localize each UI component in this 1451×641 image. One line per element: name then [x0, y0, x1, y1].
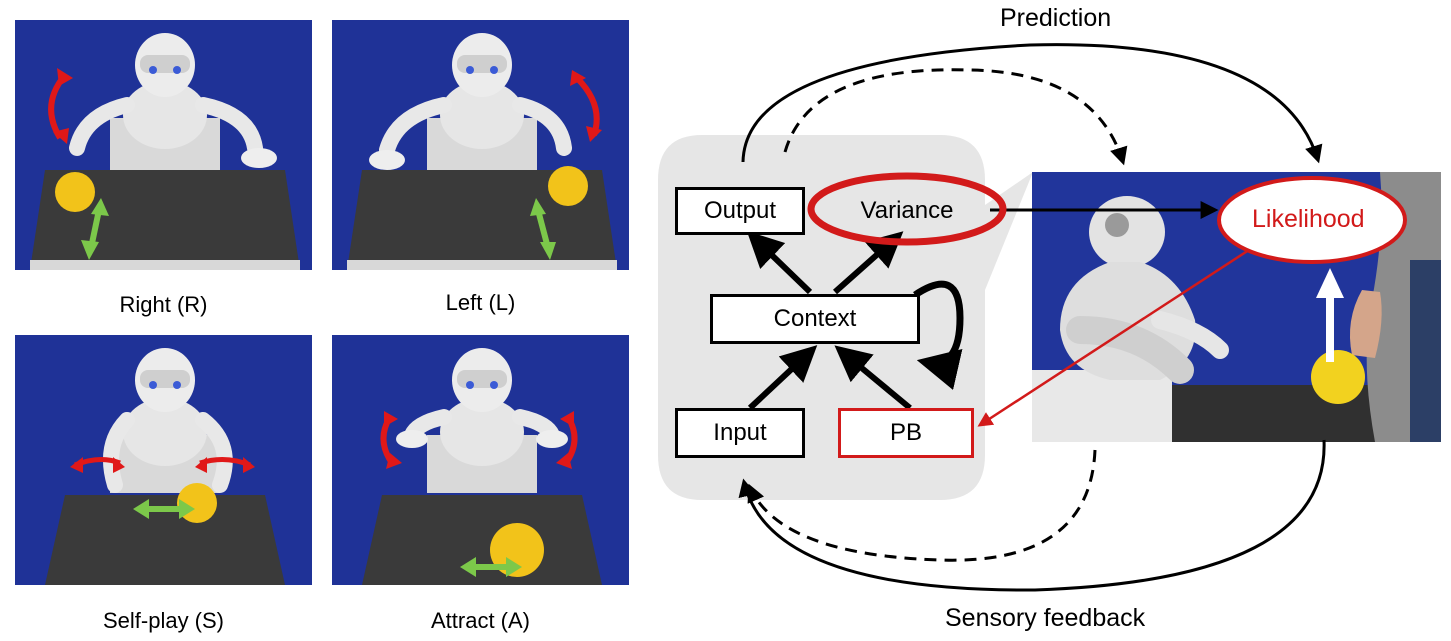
- likelihood-ellipse: [1217, 176, 1407, 264]
- caption-self-play: Self-play (S): [102, 608, 225, 633]
- ball-icon: [1311, 350, 1365, 404]
- red-rotation-arrow-icon: [48, 68, 73, 144]
- node-variance: Variance: [860, 197, 954, 224]
- green-double-arrow-icon: [460, 557, 522, 577]
- sensory-feedback-arrow: [738, 439, 1326, 592]
- green-double-arrow-icon: [81, 198, 109, 260]
- robot-icon: [103, 348, 233, 493]
- red-rotation-arrow-icon: [70, 457, 255, 473]
- node-likelihood: Likelihood: [1252, 205, 1365, 233]
- photo-panel-left: [332, 20, 629, 270]
- ball-icon: [490, 523, 544, 577]
- node-output: Output: [675, 187, 805, 235]
- photo-panel-right: [15, 20, 312, 270]
- robot-icon: [396, 348, 568, 493]
- red-rotation-arrow-icon: [380, 411, 578, 469]
- node-context: Context: [710, 294, 920, 344]
- caption-attract: Attract (A): [430, 608, 530, 633]
- context-recurrent-loop: [913, 280, 964, 390]
- node-input: Input: [675, 408, 805, 458]
- caption-right: Right (R): [119, 292, 208, 317]
- green-double-arrow-icon: [530, 198, 556, 260]
- arrow-context-to-output: [746, 230, 813, 295]
- arrow-input-to-context: [747, 345, 818, 411]
- arrow-likelihood-to-pb: [977, 246, 1253, 427]
- ball-icon: [548, 166, 588, 206]
- photo-panel-attract: [332, 335, 629, 585]
- ball-icon: [55, 172, 95, 212]
- variance-highlight-ring: [807, 172, 1007, 246]
- arrow-context-to-variance: [833, 231, 904, 295]
- robot-icon: [1060, 196, 1229, 384]
- red-rotation-arrow-icon: [570, 70, 602, 142]
- robot-icon: [69, 33, 277, 176]
- prediction-arrow: [741, 43, 1323, 164]
- node-pb: PB: [838, 408, 974, 458]
- green-double-arrow-icon: [133, 499, 195, 519]
- prediction-label: Prediction: [1000, 4, 1112, 32]
- robot-icon: [369, 33, 572, 176]
- sensory-feedback-dashed-arrow: [747, 449, 1097, 562]
- photo-panel-self-play: [15, 335, 312, 585]
- network-diagram: Output Variance Context Input PB Likelih…: [640, 0, 1451, 641]
- caption-left: Left (L): [445, 290, 516, 315]
- arrow-pb-to-context: [834, 345, 912, 411]
- sensory-feedback-label: Sensory feedback: [945, 604, 1146, 632]
- human-hand-icon: [1349, 172, 1441, 442]
